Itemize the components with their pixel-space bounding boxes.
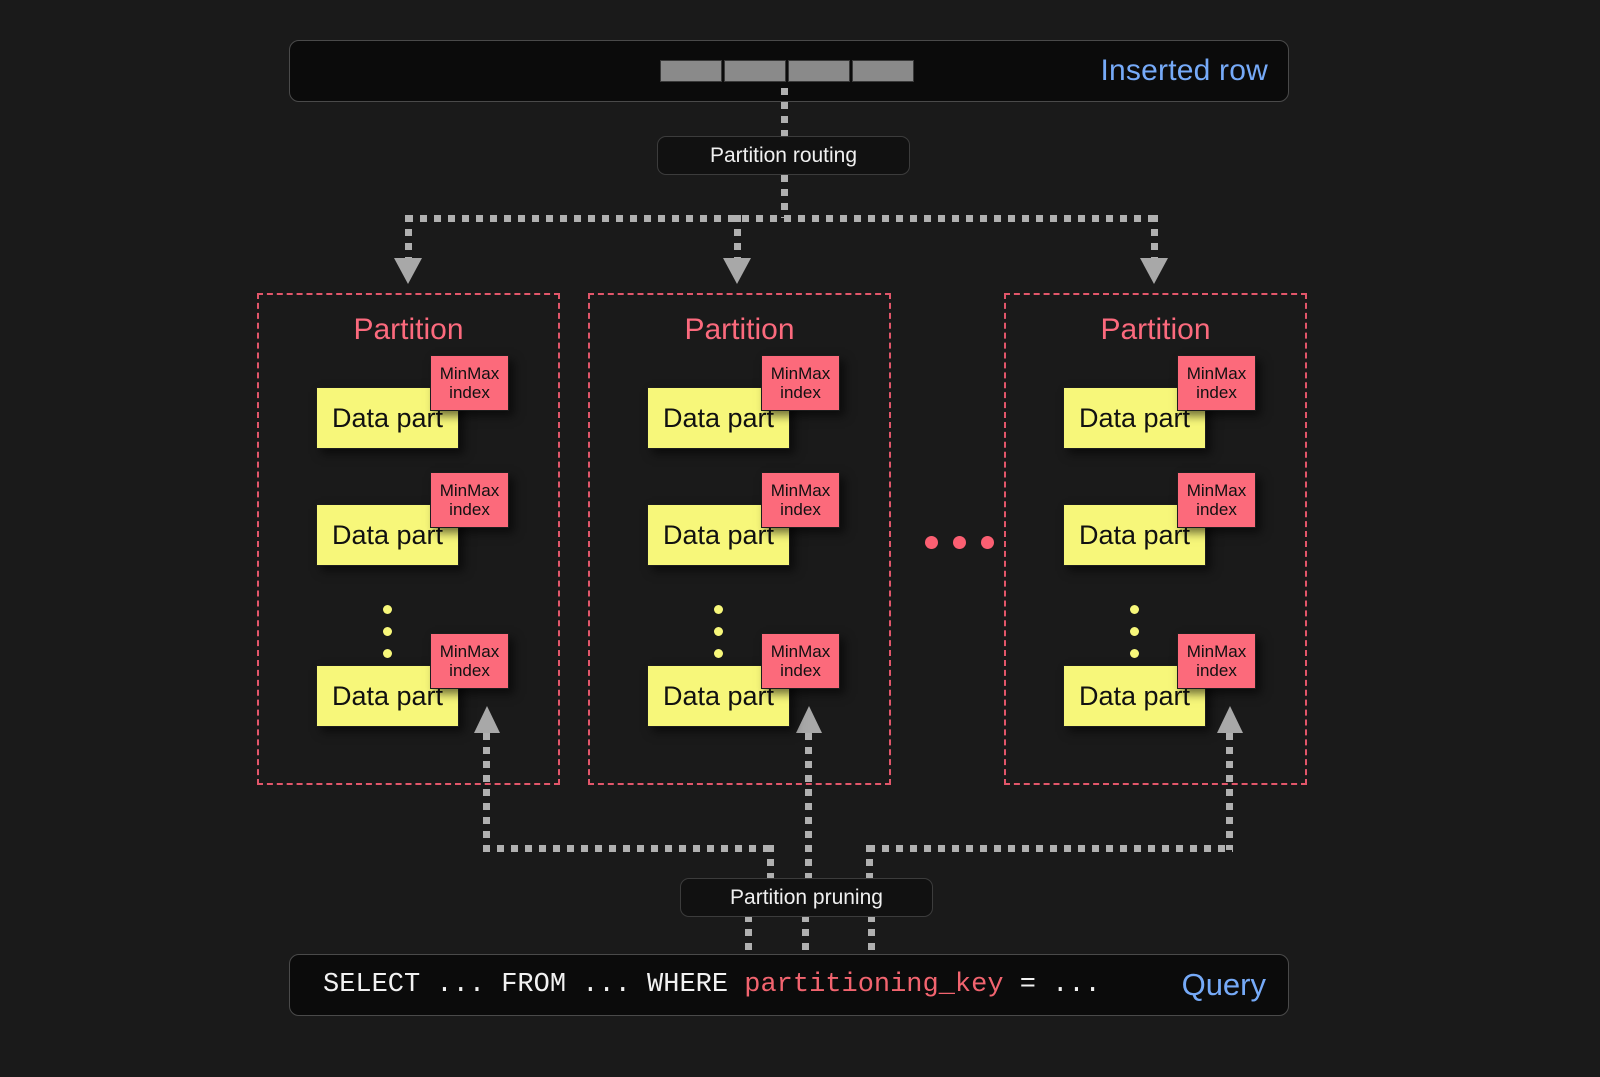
data-part-vertical-ellipsis [383, 605, 392, 658]
connector-pruning-to-query-left [745, 915, 752, 957]
arrow-into-partition-2-from-pruning [796, 706, 822, 733]
pruning-bus-left [483, 845, 774, 852]
minmax-index-box: MinMax index [430, 472, 509, 528]
routing-bus [406, 215, 1158, 222]
row-cell [724, 60, 786, 82]
query-label: Query [1181, 967, 1266, 1002]
minmax-index-line2: index [449, 500, 490, 519]
ellipsis-dot [714, 605, 723, 614]
query-text: SELECT ... FROM ... WHERE partitioning_k… [323, 970, 1101, 1000]
connector-bus-to-partition-2 [734, 215, 741, 263]
partitions-horizontal-ellipsis [925, 536, 994, 549]
connector-bus-to-partition-1 [405, 215, 412, 263]
minmax-index-line2: index [1196, 500, 1237, 519]
connector-pruning-to-partition-2 [805, 733, 812, 878]
row-cell [660, 60, 722, 82]
partition-title-text: Partition [1100, 313, 1211, 346]
minmax-index-line2: index [780, 383, 821, 402]
minmax-index-box: MinMax index [1177, 633, 1256, 689]
connector-routing-to-bus [781, 175, 788, 218]
ellipsis-dot [383, 649, 392, 658]
arrow-into-partition-3-from-pruning [1217, 706, 1243, 733]
pruning-bus-right [868, 845, 1233, 852]
ellipsis-dot [953, 536, 966, 549]
partition-container-3: Partition MinMax index Data part MinMax … [1004, 293, 1307, 785]
partition-container-2: Partition MinMax index Data part MinMax … [588, 293, 891, 785]
partition-routing-label: Partition routing [657, 136, 910, 175]
minmax-index-box: MinMax index [761, 355, 840, 411]
connector-bus-left-to-pruning [767, 845, 774, 881]
partition-pruning-label: Partition pruning [680, 878, 933, 917]
minmax-index-box: MinMax index [761, 472, 840, 528]
minmax-index-line1: MinMax [770, 641, 831, 661]
ellipsis-dot [1130, 605, 1139, 614]
ellipsis-dot [1130, 627, 1139, 636]
partition-title-text: Partition [353, 313, 464, 346]
arrow-into-partition-3 [1140, 258, 1168, 284]
data-part-vertical-ellipsis [1130, 605, 1139, 658]
query-suffix: = ... [1003, 970, 1101, 1000]
ellipsis-dot [925, 536, 938, 549]
minmax-index-line1: MinMax [1186, 641, 1247, 661]
query-prefix: SELECT ... FROM ... WHERE [323, 970, 745, 1000]
query-partitioning-key: partitioning_key [744, 970, 1004, 1000]
partition-title: Partition [259, 313, 558, 347]
connector-row-to-routing [781, 88, 788, 136]
minmax-index-box: MinMax index [1177, 355, 1256, 411]
partition-title-text: Partition [684, 313, 795, 346]
inserted-row-bar: Inserted row [289, 40, 1289, 102]
connector-bus-to-partition-3 [1151, 215, 1158, 263]
minmax-index-line1: MinMax [439, 480, 500, 500]
minmax-index-line2: index [1196, 661, 1237, 680]
minmax-index-line1: MinMax [439, 641, 500, 661]
minmax-index-line2: index [780, 661, 821, 680]
partition-title: Partition [1006, 313, 1305, 347]
minmax-index-line2: index [780, 500, 821, 519]
minmax-index-line1: MinMax [770, 363, 831, 383]
ellipsis-dot [714, 649, 723, 658]
connector-pruning-to-partition-1 [483, 733, 490, 850]
data-part-vertical-ellipsis [714, 605, 723, 658]
minmax-index-box: MinMax index [430, 633, 509, 689]
data-part-box: Data part [1063, 387, 1206, 449]
row-cell [788, 60, 850, 82]
data-part-box: Data part [1063, 504, 1206, 566]
minmax-index-line1: MinMax [1186, 363, 1247, 383]
inserted-row-label: Inserted row [1100, 54, 1268, 87]
minmax-index-box: MinMax index [1177, 472, 1256, 528]
arrow-into-partition-1-from-pruning [474, 706, 500, 733]
minmax-index-box: MinMax index [430, 355, 509, 411]
connector-bus-right-to-pruning [866, 845, 873, 881]
connector-pruning-to-partition-3 [1226, 733, 1233, 850]
minmax-index-line2: index [449, 383, 490, 402]
row-cell [852, 60, 914, 82]
ellipsis-dot [383, 627, 392, 636]
partition-container-1: Partition MinMax index Data part MinMax … [257, 293, 560, 785]
arrow-into-partition-2 [723, 258, 751, 284]
inserted-row-cells [660, 60, 914, 82]
arrow-into-partition-1 [394, 258, 422, 284]
connector-pruning-to-query-right [868, 915, 875, 957]
minmax-index-line2: index [449, 661, 490, 680]
ellipsis-dot [981, 536, 994, 549]
minmax-index-line1: MinMax [1186, 480, 1247, 500]
ellipsis-dot [714, 627, 723, 636]
query-bar: SELECT ... FROM ... WHERE partitioning_k… [289, 954, 1289, 1016]
minmax-index-box: MinMax index [761, 633, 840, 689]
connector-pruning-to-query-center [802, 915, 809, 957]
minmax-index-line1: MinMax [770, 480, 831, 500]
ellipsis-dot [383, 605, 392, 614]
partition-title: Partition [590, 313, 889, 347]
ellipsis-dot [1130, 649, 1139, 658]
minmax-index-line1: MinMax [439, 363, 500, 383]
minmax-index-line2: index [1196, 383, 1237, 402]
